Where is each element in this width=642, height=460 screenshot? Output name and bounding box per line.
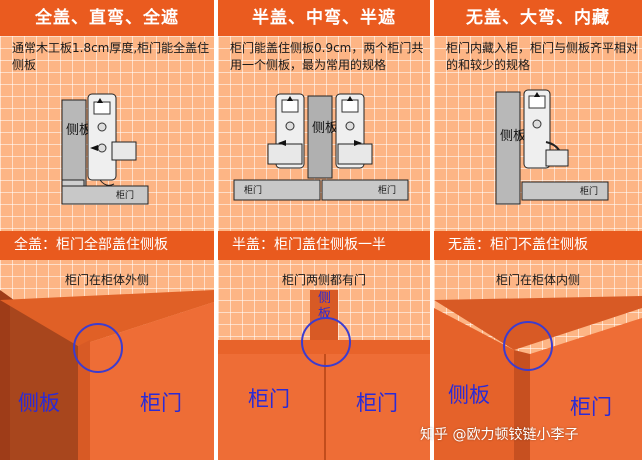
door-surface [530, 318, 642, 460]
door-label: 柜门 [116, 189, 134, 201]
side-panel-label: 侧板 [500, 129, 526, 144]
side-panel-board: 侧板 [61, 99, 92, 189]
panel-subtitle: 无盖：柜门不盖住侧板 [434, 231, 642, 260]
panel-description: 柜门内藏入柜，柜门与侧板齐平相对的和较少的规格 [446, 41, 639, 72]
scene-door-label: 柜门 [570, 395, 612, 419]
panel-description: 柜门能盖住侧板0.9cm，两个柜门共用一个侧板，最为常用的规格 [230, 41, 424, 72]
panel-title: 全盖、直弯、全遮 [0, 0, 214, 36]
side-panel-board: 侧板 [495, 91, 526, 205]
panel-subtitle: 半盖：柜门盖住侧板一半 [218, 231, 430, 260]
panel-note: 柜门在柜体内侧 [495, 273, 580, 287]
door-label-right: 柜门 [378, 184, 396, 196]
hinge-diagram: 侧板 柜门 [61, 93, 149, 205]
scene-side-label: 侧板 [448, 383, 490, 407]
panel-full-overlay: 全盖、直弯、全遮 通常木工板1.8cm厚度,柜门能全盖住侧板 侧板 柜门 全盖：… [0, 0, 214, 460]
side-panel-top: 侧 板 [310, 290, 338, 342]
scene-side-label-1: 侧 [318, 291, 331, 306]
side-panel-label: 侧板 [66, 123, 92, 138]
door-board: 柜门 [521, 181, 609, 201]
panel-inset: 无盖、大弯、内藏 柜门内藏入柜，柜门与侧板齐平相对的和较少的规格 侧板 柜门 无… [434, 0, 642, 460]
corner-highlight-circle [503, 321, 553, 371]
panel-note: 柜门在柜体外侧 [64, 273, 149, 287]
corner-highlight-circle [73, 323, 123, 373]
cabinet-inset-illustration: 侧板 柜门 [434, 296, 642, 460]
hinge-diagram: 侧板 柜门 [495, 89, 609, 205]
panel-title: 半盖、中弯、半遮 [218, 0, 430, 36]
door-boards: 柜门 柜门 [233, 179, 409, 201]
scene-door-label: 柜门 [140, 391, 182, 415]
door-surface [78, 302, 214, 460]
scene-side-label: 侧板 [18, 391, 60, 415]
door-label: 柜门 [580, 185, 598, 197]
cabinet-top-edge [434, 296, 642, 350]
joint-highlight-circle [301, 317, 351, 367]
hinge-body [61, 93, 137, 189]
door-label-left: 柜门 [244, 184, 262, 196]
watermark: 知乎 @欧力顿铰链小李子 [420, 427, 579, 443]
scene-door-label-right: 柜门 [356, 391, 398, 415]
cabinet-corner-illustration: 侧板 柜门 [0, 290, 214, 460]
door-board: 柜门 [61, 185, 149, 205]
panel-note: 柜门两侧都有门 [281, 273, 366, 287]
cabinet-top-edge [218, 340, 430, 354]
scene-door-label-left: 柜门 [248, 387, 290, 411]
panel-description: 通常木工板1.8cm厚度,柜门能全盖住侧板 [12, 41, 210, 72]
panel-half-overlay: 半盖、中弯、半遮 柜门能盖住侧板0.9cm，两个柜门共用一个侧板，最为常用的规格… [218, 0, 430, 460]
door-right [326, 354, 430, 460]
panel-subtitle: 全盖：柜门全部盖住侧板 [0, 231, 214, 260]
side-panel-label: 侧板 [312, 121, 338, 136]
hinge-body [523, 89, 569, 169]
door-top-edge [0, 290, 214, 346]
panel-title: 无盖、大弯、内藏 [434, 0, 642, 36]
cabinet-front-illustration: 侧 板 柜门 柜门 [218, 290, 430, 460]
side-panel-surface [434, 308, 514, 460]
hinge-diagram: 侧板 柜门 柜门 [233, 93, 409, 201]
hinge-body-right [335, 93, 373, 169]
door-left [218, 354, 324, 460]
hinge-body-left [267, 93, 305, 169]
side-panel-board: 侧板 [307, 95, 338, 179]
